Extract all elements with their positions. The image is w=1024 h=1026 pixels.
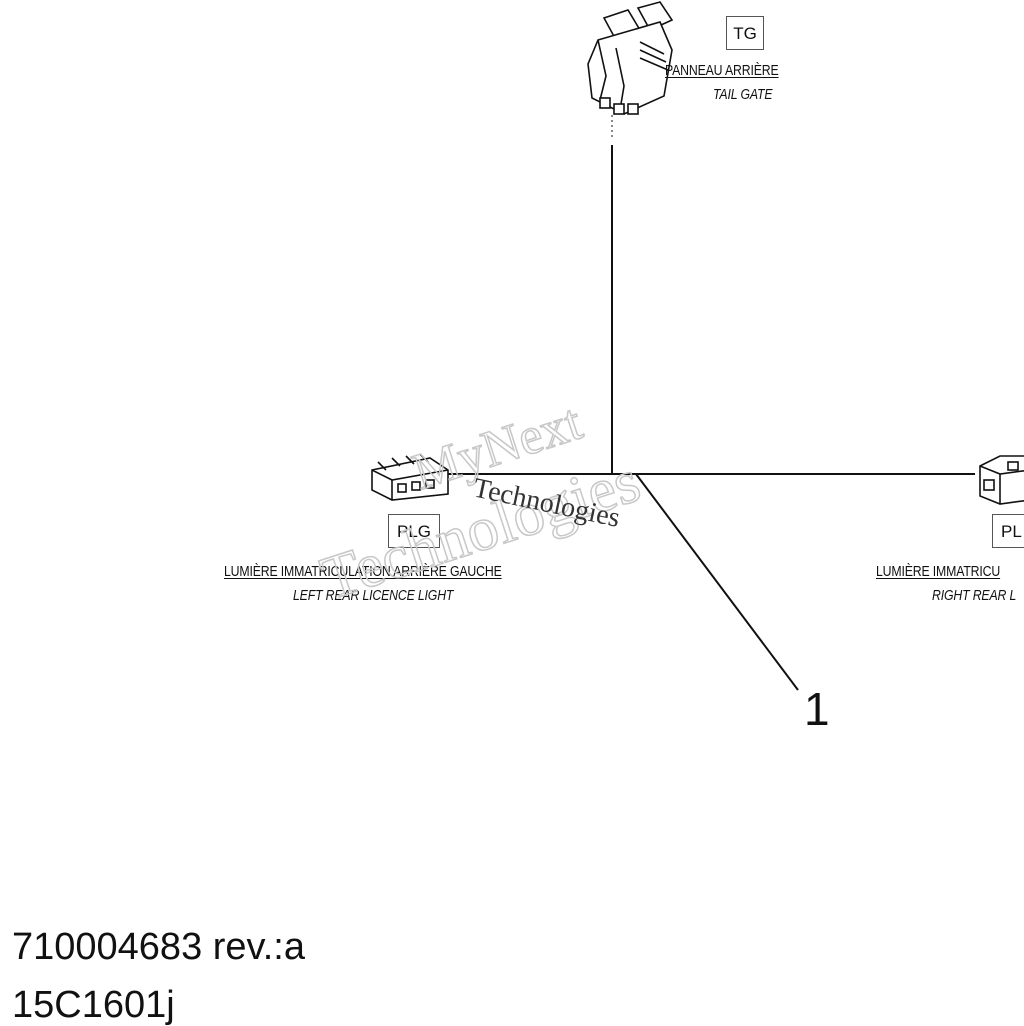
right-light-label-en: RIGHT REAR L <box>932 587 1017 604</box>
callout-leader <box>635 473 799 691</box>
right-light-connector-icon <box>979 455 1024 505</box>
tail-gate-label-fr: PANNEAU ARRIÈRE <box>665 62 779 79</box>
tail-gate-connector-icon <box>587 1 674 115</box>
right-light-label-fr: LUMIÈRE IMMATRICU <box>876 563 1001 580</box>
left-light-label-en: LEFT REAR LICENCE LIGHT <box>293 587 454 604</box>
left-light-connector-icon <box>371 453 449 501</box>
tail-gate-label-en: TAIL GATE <box>713 86 773 103</box>
callout-number: 1 <box>804 683 830 735</box>
drawing-code: 15C1601j <box>12 984 175 1026</box>
harness-wires <box>440 115 975 691</box>
right-light-code: PL <box>992 514 1024 548</box>
part-number: 710004683 rev.:a <box>12 926 305 968</box>
left-light-code: PLG <box>388 514 440 548</box>
left-light-label-fr: LUMIÈRE IMMATRICULATION ARRIÈRE GAUCHE <box>224 563 502 580</box>
tail-gate-code: TG <box>726 16 764 50</box>
